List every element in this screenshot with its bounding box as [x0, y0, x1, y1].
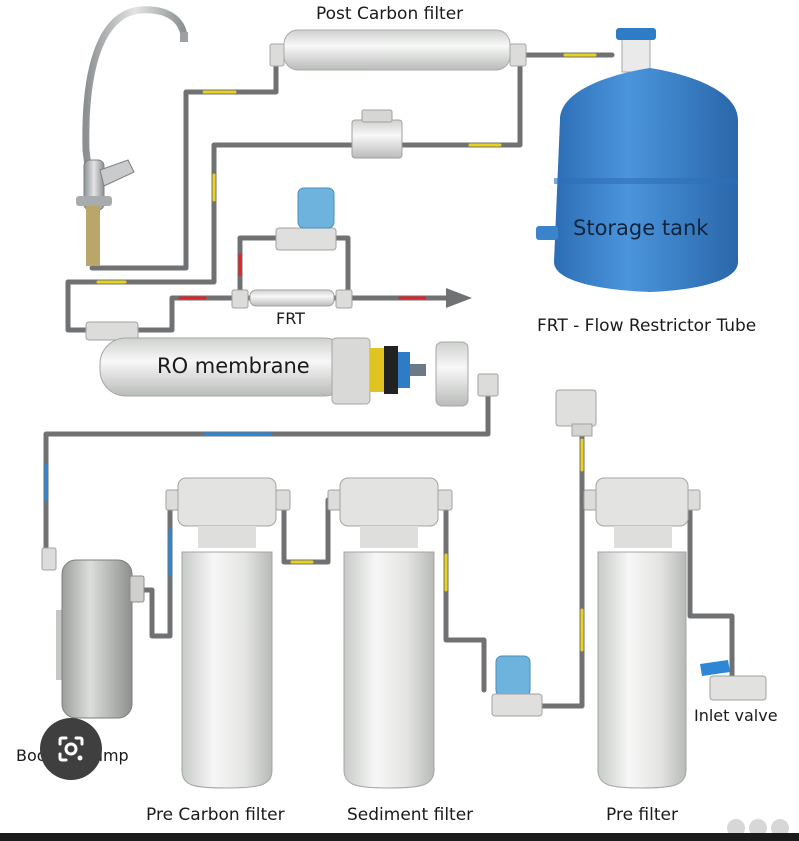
- pipe-prefilter-to-inlet: [687, 497, 735, 691]
- label-pre-carbon-filter: Pre Carbon filter: [146, 805, 285, 825]
- high-pressure-switch: [555, 389, 597, 437]
- frt-assembly: [231, 187, 353, 309]
- label-storage-tank: Storage tank: [573, 216, 709, 240]
- label-ro-membrane: RO membrane: [157, 354, 310, 378]
- faucet: [76, 6, 188, 266]
- storage-tank: [536, 28, 738, 292]
- label-pre-filter: Pre filter: [606, 805, 678, 825]
- label-sediment-filter: Sediment filter: [347, 805, 474, 825]
- label-post-carbon-filter: Post Carbon filter: [316, 4, 464, 24]
- pipe-sediment-to-solenoid: [443, 497, 487, 693]
- pipe-pump-to-precarbon: [140, 497, 181, 639]
- flow-markers: [44, 53, 597, 652]
- ro-membrane: [85, 321, 499, 407]
- pre-carbon-filter-housing: [165, 477, 291, 789]
- inlet-valve: [700, 660, 767, 701]
- label-frt-description: FRT - Flow Restrictor Tube: [537, 316, 757, 336]
- watermark-icons: [727, 819, 789, 837]
- lens-search-icon[interactable]: [40, 718, 102, 780]
- pre-filter-housing: [583, 477, 701, 789]
- bottom-bar: [0, 833, 799, 841]
- post-carbon-filter: [269, 29, 527, 71]
- pipe-solenoid-to-prefilter: [537, 497, 599, 709]
- pipe-ro-to-post-carbon: [65, 62, 523, 333]
- lens-glyph-icon: [58, 736, 84, 762]
- label-frt: FRT: [276, 309, 305, 328]
- label-inlet-valve: Inlet valve: [694, 706, 778, 725]
- inlet-solenoid-valve: [491, 655, 543, 717]
- check-valve: [351, 109, 403, 159]
- booster-pump: [41, 547, 145, 719]
- sediment-filter-housing: [327, 477, 453, 789]
- pipe-post-carbon-to-faucet: [89, 47, 279, 271]
- drain-arrow-icon: [446, 288, 472, 308]
